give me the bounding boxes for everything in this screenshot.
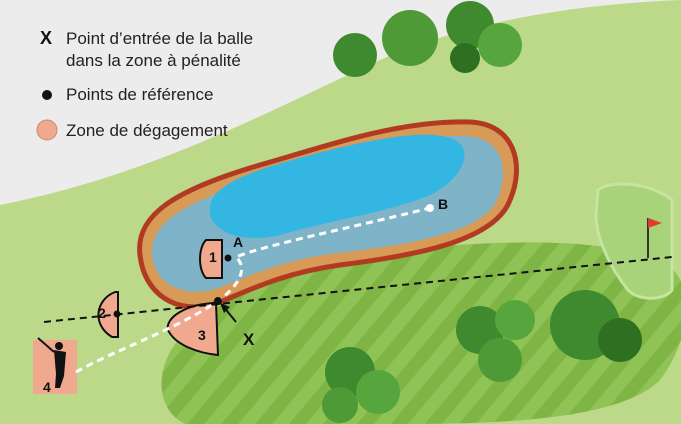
legend-swatch-icon — [36, 119, 58, 141]
label-a: A — [233, 234, 243, 250]
label-zone-3: 3 — [198, 327, 206, 343]
reference-line — [43, 256, 673, 323]
label-zone-1: 1 — [209, 249, 217, 265]
legend-x-symbol: X — [40, 28, 52, 48]
fairway — [161, 242, 681, 424]
label-b: B — [438, 196, 448, 212]
tree-cluster-bottom — [322, 347, 400, 423]
legend: X Point d’entrée de la balle dans la zon… — [36, 28, 253, 141]
reference-point-a — [224, 254, 232, 262]
flag-icon — [647, 218, 662, 258]
reference-point-2 — [113, 310, 121, 318]
putting-green — [594, 182, 674, 300]
legend-entry-point-line1: Point d’entrée de la balle — [66, 29, 253, 48]
relief-zone-1 — [199, 239, 223, 279]
golfer-icon — [37, 337, 66, 388]
legend-reference-points: Points de référence — [66, 85, 213, 104]
water-hazard — [209, 134, 465, 239]
legend-entry-point-line2: dans la zone à pénalité — [66, 51, 241, 70]
tree-cluster-top — [333, 1, 522, 77]
relief-zone-4 — [33, 340, 77, 394]
ball-trajectory — [75, 206, 431, 374]
tree-cluster-right — [456, 290, 642, 382]
label-zone-2: 2 — [98, 305, 106, 321]
label-x: X — [243, 330, 255, 349]
entry-arrow-icon — [220, 303, 237, 323]
legend-relief-zone: Zone de dégagement — [66, 121, 228, 140]
label-zone-4: 4 — [43, 379, 51, 395]
legend-dot-icon — [42, 90, 52, 100]
ball-position-b — [426, 204, 434, 212]
